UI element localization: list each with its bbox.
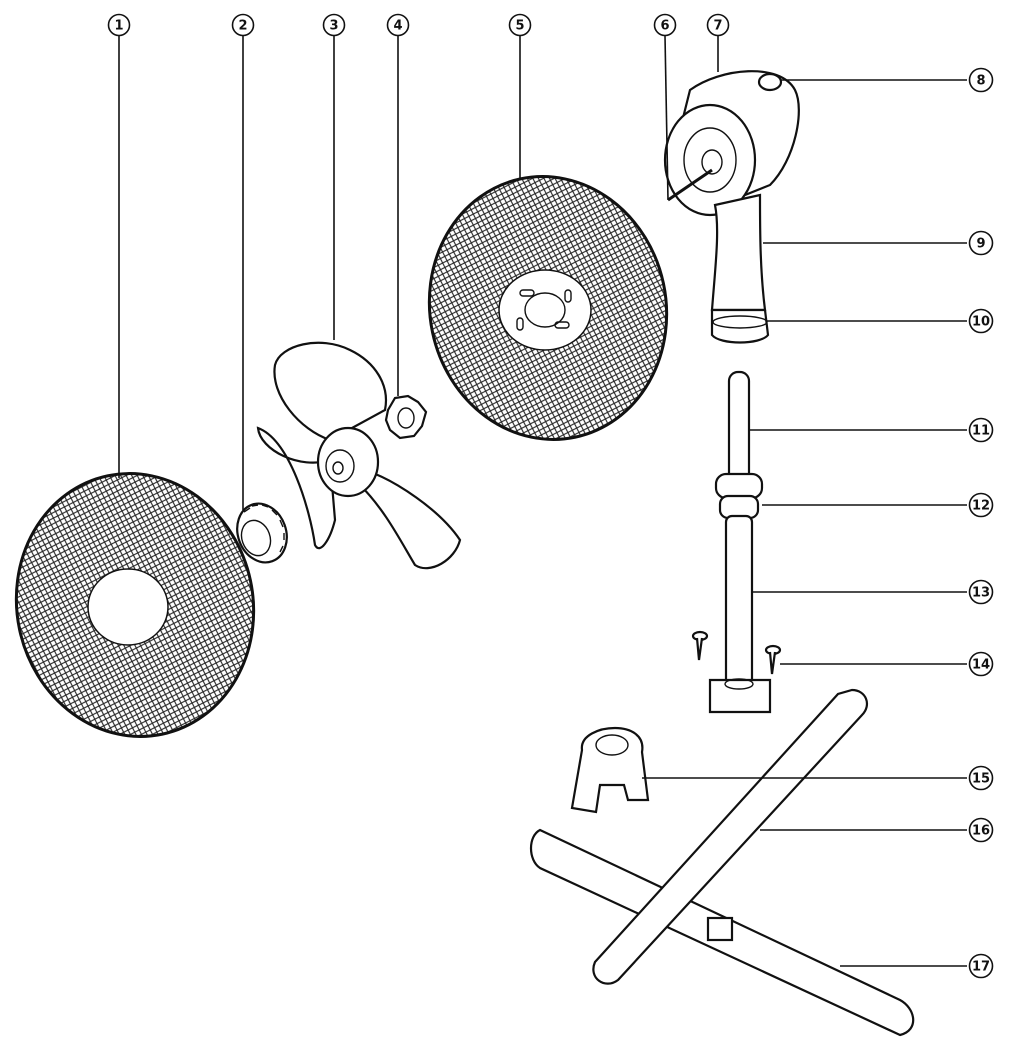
callout-1: 1 (107, 13, 131, 37)
callout-6-label: 6 (660, 19, 669, 34)
locking-nut (384, 394, 428, 440)
callout-7-label: 7 (713, 19, 722, 34)
callout-3: 3 (322, 13, 346, 37)
callout-5-label: 5 (515, 19, 524, 34)
callout-4-label: 4 (393, 19, 402, 34)
callout-2-label: 2 (238, 19, 247, 34)
callout-2: 2 (231, 13, 255, 37)
callout-4: 4 (386, 13, 410, 37)
callout-3-label: 3 (329, 19, 338, 34)
callout-1-label: 1 (114, 19, 123, 34)
spinner-nut (236, 502, 288, 564)
callout-8-label: 8 (976, 74, 985, 89)
leader-lines (118, 35, 967, 967)
callout-17: 17 (968, 953, 994, 979)
callout-15: 15 (968, 765, 994, 791)
base-cap (570, 726, 650, 814)
callout-10-label: 10 (972, 315, 990, 330)
fan-blade (256, 341, 462, 570)
callout-11: 11 (968, 417, 994, 443)
callout-11-label: 11 (972, 424, 990, 439)
telescopic-pole (708, 370, 772, 714)
callout-14-label: 14 (972, 658, 990, 673)
callout-8: 8 (968, 67, 994, 93)
callout-9: 9 (968, 230, 994, 256)
callout-9-label: 9 (976, 237, 985, 252)
motor-housing (663, 70, 800, 344)
callout-5: 5 (508, 13, 532, 37)
rear-guard (14, 472, 256, 738)
callout-17-label: 17 (972, 960, 990, 975)
callout-6: 6 (653, 13, 677, 37)
front-guard (427, 175, 669, 441)
callout-16-label: 16 (972, 824, 990, 839)
callout-16: 16 (968, 817, 994, 843)
callout-14: 14 (968, 651, 994, 677)
screws (691, 630, 782, 675)
callout-15-label: 15 (972, 772, 990, 787)
callout-12: 12 (968, 492, 994, 518)
callout-12-label: 12 (972, 499, 990, 514)
cross-base (529, 688, 915, 1037)
callout-13-label: 13 (972, 586, 990, 601)
callout-13: 13 (968, 579, 994, 605)
callout-10: 10 (968, 308, 994, 334)
callout-7: 7 (706, 13, 730, 37)
